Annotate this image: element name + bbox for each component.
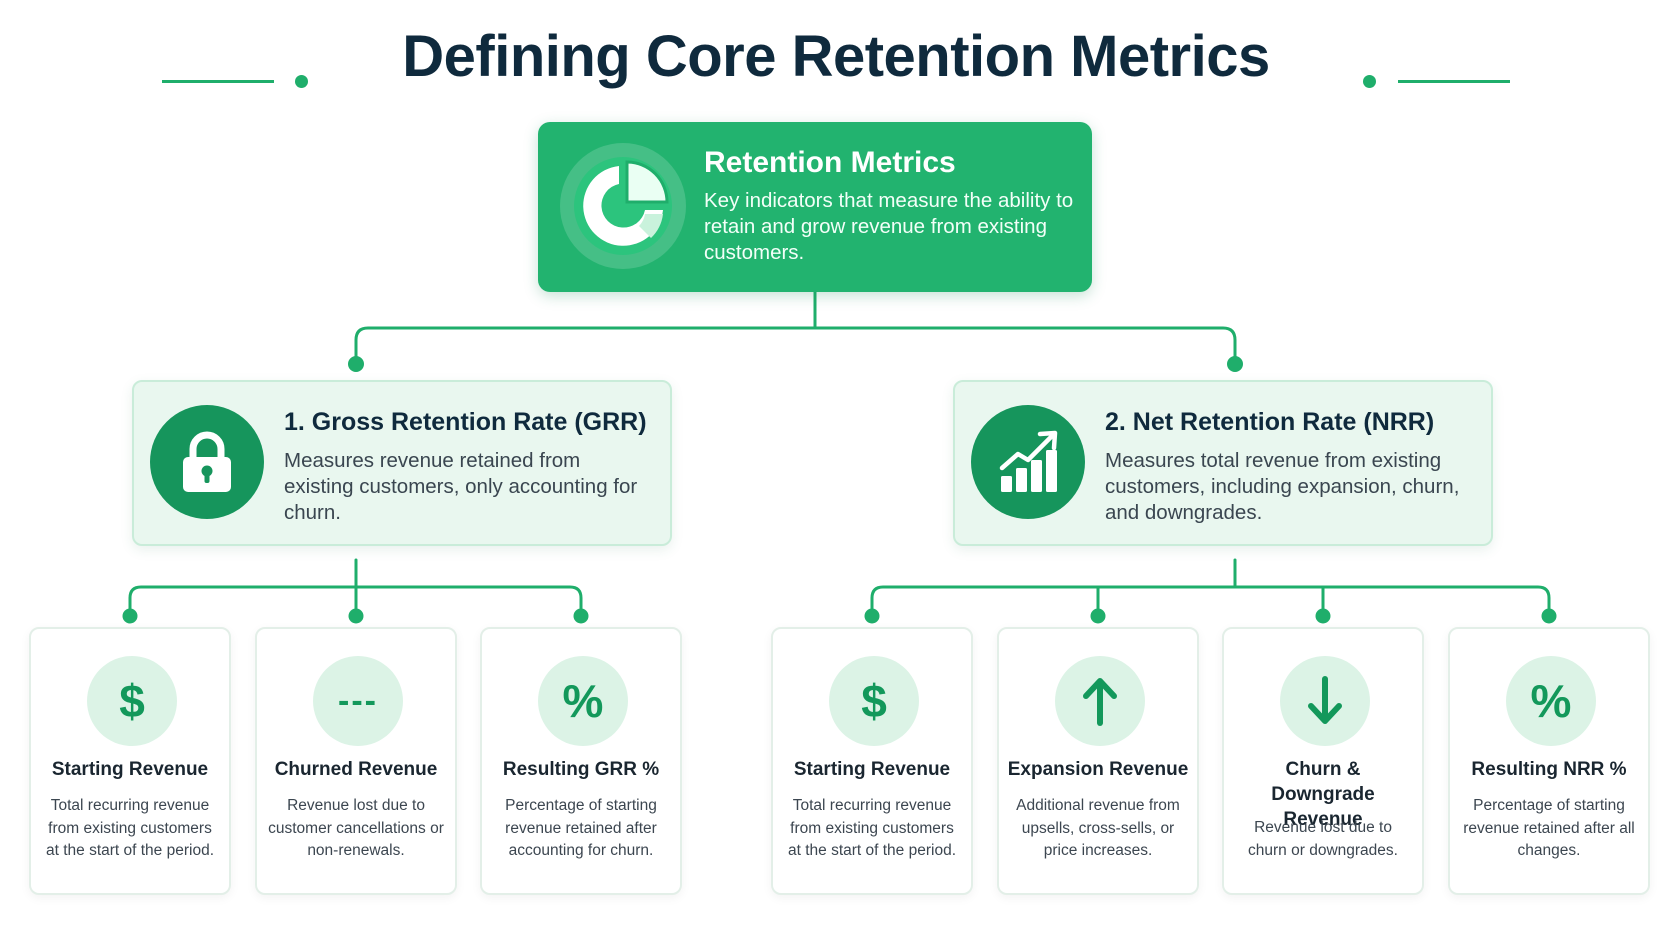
leaf-description: Percentage of starting revenue retained … bbox=[505, 797, 657, 859]
title-row: Defining Core Retention Metrics bbox=[0, 22, 1672, 92]
leaf-title: Churn & Downgrade Revenue bbox=[1271, 759, 1375, 830]
leaf-title: Resulting GRR % bbox=[502, 759, 660, 780]
title-left-dot bbox=[295, 75, 308, 88]
title-left-line bbox=[162, 80, 274, 83]
nrr-title: 2. Net Retention Rate (NRR) bbox=[1105, 408, 1435, 436]
growth-chart-icon bbox=[971, 405, 1085, 519]
leaf-description: Additional revenue from upsells, cross-s… bbox=[1016, 797, 1180, 859]
nrr-leaf-expansion-revenue: Expansion Revenue Additional revenue fro… bbox=[997, 627, 1199, 895]
grr-description: Measures revenue retained from existing … bbox=[284, 449, 638, 524]
leaf-title: Churned Revenue bbox=[274, 759, 438, 780]
nrr-leaf-churn-downgrade-revenue: Churn & Downgrade Revenue Revenue lost d… bbox=[1222, 627, 1424, 895]
lock-icon bbox=[150, 405, 264, 519]
dashes-icon: --- bbox=[313, 656, 403, 746]
root-description: Key indicators that measure the ability … bbox=[704, 189, 1074, 264]
leaf-title: Starting Revenue bbox=[793, 759, 951, 780]
grr-card: 1. Gross Retention Rate (GRR) Measures r… bbox=[132, 380, 672, 546]
page-title: Defining Core Retention Metrics bbox=[402, 24, 1270, 89]
leaf-title: Expansion Revenue bbox=[1007, 759, 1189, 780]
dollar-icon: $ bbox=[87, 656, 177, 746]
title-right-dot bbox=[1363, 75, 1376, 88]
percent-icon: % bbox=[538, 656, 628, 746]
nrr-leaf-resulting-nrr: % Resulting NRR % Percentage of starting… bbox=[1448, 627, 1650, 895]
leaf-title: Starting Revenue bbox=[51, 759, 209, 780]
title-right-line bbox=[1398, 80, 1510, 83]
percent-icon: % bbox=[1506, 656, 1596, 746]
leaf-description: Total recurring revenue from existing cu… bbox=[45, 797, 215, 859]
leaf-description: Revenue lost due to customer cancellatio… bbox=[268, 797, 444, 859]
leaf-title: Resulting NRR % bbox=[1471, 759, 1627, 780]
leaf-description: Total recurring revenue from existing cu… bbox=[787, 797, 957, 859]
leaf-description: Revenue lost due to churn or downgrades. bbox=[1248, 819, 1398, 859]
grr-leaf-churned-revenue: --- Churned Revenue Revenue lost due to … bbox=[255, 627, 457, 895]
arrow-down-icon bbox=[1280, 656, 1370, 746]
leaf-description: Percentage of starting revenue retained … bbox=[1463, 797, 1635, 859]
nrr-card: 2. Net Retention Rate (NRR) Measures tot… bbox=[953, 380, 1493, 546]
grr-title: 1. Gross Retention Rate (GRR) bbox=[284, 408, 647, 436]
root-title: Retention Metrics bbox=[704, 146, 956, 179]
nrr-leaf-starting-revenue: $ Starting Revenue Total recurring reven… bbox=[771, 627, 973, 895]
root-card-retention-metrics: Retention Metrics Key indicators that me… bbox=[538, 122, 1092, 292]
dollar-icon: $ bbox=[829, 656, 919, 746]
pie-chart-icon bbox=[560, 143, 686, 269]
arrow-up-icon bbox=[1055, 656, 1145, 746]
grr-leaf-starting-revenue: $ Starting Revenue Total recurring reven… bbox=[29, 627, 231, 895]
grr-leaf-resulting-grr: % Resulting GRR % Percentage of starting… bbox=[480, 627, 682, 895]
nrr-description: Measures total revenue from existing cus… bbox=[1105, 449, 1460, 524]
